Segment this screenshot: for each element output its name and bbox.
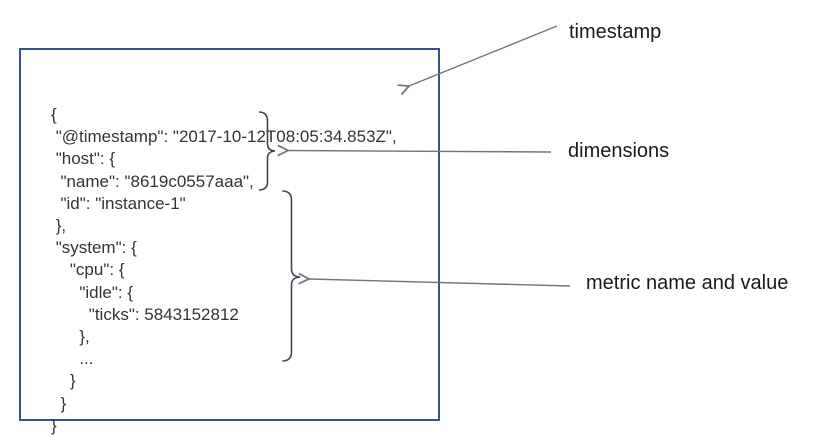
- metric-name-and-value-label: metric name and value: [586, 272, 789, 294]
- metric-document-box: { "@timestamp": "2017-10-12T08:05:34.853…: [19, 48, 440, 435]
- timestamp-label: timestamp: [569, 21, 662, 43]
- json-document-code: { "@timestamp": "2017-10-12T08:05:34.853…: [51, 105, 397, 435]
- dimensions-label: dimensions: [568, 140, 670, 162]
